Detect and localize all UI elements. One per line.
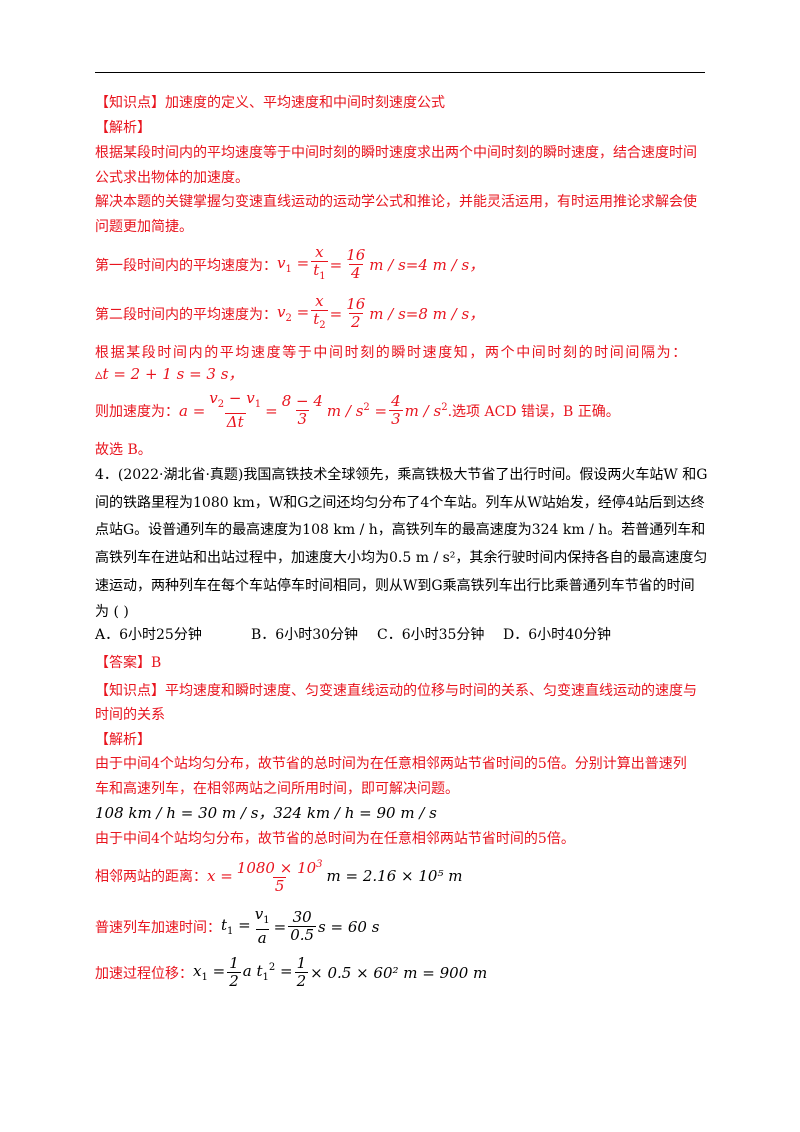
analysis-1-para-2b: 问题更加简捷。 (95, 219, 193, 235)
analysis-2-para-2: 由于中间4个站均匀分布，故节省的总时间为在任意相邻两站节省时间的5倍。 (95, 831, 575, 847)
analysis-1-interval-b: ▵t = 2 + 1 s = 3 s， (95, 365, 244, 383)
analysis-1-para-2a: 解决本题的关键掌握匀变速直线运动的运动学公式和推论，并能灵活运用，有时运用推论求… (95, 194, 697, 210)
question-4-line-2: 间的铁路里程为1080 km，W和G之间还均匀分布了4个车站。列车从W站始发，经… (95, 495, 705, 511)
analysis-2-para-1b: 车和高速列车，在相邻两站之间所用时间，即可解决问题。 (95, 781, 459, 797)
equation-t1-label: 普速列车加速时间： (95, 919, 221, 936)
analysis-1-interval-a: 根据某段时间内的平均速度等于中间时刻的瞬时速度知，两个中间时刻的时间间隔为： (95, 345, 688, 361)
question-4-line-1: 4．(2022·湖北省·真题)我国高铁技术全球领先，乘高铁极大节省了出行时间。假… (95, 467, 708, 483)
equation-v2-label: 第二段时间内的平均速度为： (95, 306, 277, 323)
option-b[interactable]: B．6小时30分钟 (251, 627, 359, 643)
equation-acceleration-label: 则加速度为： (95, 403, 179, 420)
question-4-line-3: 点站G。设普通列车的最高速度为108 km / h，高铁列车的最高速度为324 … (95, 522, 706, 538)
question-4-line-4: 高铁列车在进站和出站过程中，加速度大小均为0.5 m / s²，其余行驶时间内保… (95, 550, 708, 566)
equation-v2-result: =8 m / s， (405, 305, 485, 323)
unit-conversion: 108 km / h = 30 m / s，324 km / h = 90 m … (95, 804, 437, 822)
equation-x1-result: × 0.5 × 60² m = 900 m (310, 963, 488, 982)
analysis-2-para-1a: 由于中间4个站均匀分布，故节省的总时间为在任意相邻两站节省时间的5倍。分别计算出… (95, 756, 687, 772)
knowledge-point-2a: 【知识点】平均速度和瞬时速度、匀变速直线运动的位移与时间的关系、匀变速直线运动的… (95, 683, 697, 699)
question-4-line-5: 速运动，两种列车在每个车站停车时间相同，则从W到G乘高铁列车出行比乘普通列车节省… (95, 578, 695, 594)
equation-t1-result: s = 60 s (318, 917, 380, 936)
option-d[interactable]: D．6小时40分钟 (503, 627, 611, 643)
knowledge-point-2b: 时间的关系 (95, 707, 165, 723)
knowledge-point-1: 【知识点】加速度的定义、平均速度和中间时刻速度公式 (95, 95, 445, 111)
equation-distance-result: m = 2.16 × 10⁵ m (326, 866, 463, 885)
equation-v1-label: 第一段时间内的平均速度为： (95, 257, 277, 274)
answer-label: 【答案】B (95, 655, 162, 671)
analysis-heading-1: 【解析】 (95, 120, 151, 136)
analysis-heading-2: 【解析】 (95, 732, 151, 748)
analysis-1-para-1a: 根据某段时间内的平均速度等于中间时刻的瞬时速度求出两个中间时刻的瞬时速度，结合速… (95, 145, 697, 161)
equation-acceleration-tail: .选项 ACD 错误，B 正确。 (447, 403, 620, 420)
analysis-1-para-1b: 公式求出物体的加速度。 (95, 170, 249, 186)
option-a[interactable]: A．6小时25分钟 (95, 627, 202, 643)
equation-distance-label: 相邻两站的距离： (95, 868, 207, 885)
choice-statement: 故选 B。 (95, 442, 152, 458)
option-c[interactable]: C．6小时35分钟 (377, 627, 485, 643)
question-4-line-6: 为 ( ) (95, 604, 129, 620)
equation-x1-label: 加速过程位移： (95, 965, 193, 982)
equation-v1-result: =4 m / s， (405, 256, 485, 274)
header-rule (95, 72, 705, 73)
